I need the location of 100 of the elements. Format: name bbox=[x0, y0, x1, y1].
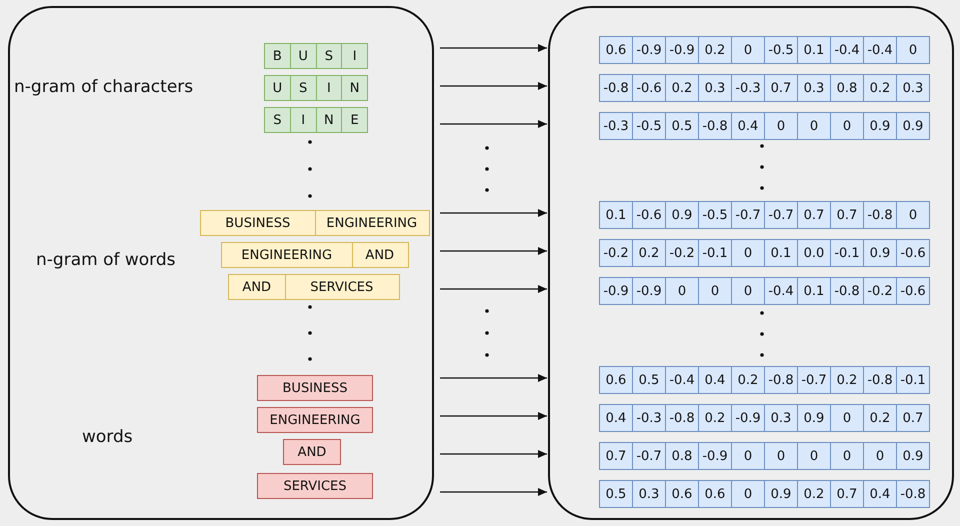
vector-cell: -0.4 bbox=[863, 37, 896, 63]
vector-cell-text: 0.6 bbox=[604, 42, 628, 60]
vector-cell: -0.5 bbox=[632, 113, 665, 139]
vector-cell: -0.6 bbox=[896, 278, 929, 304]
vector-cell: -0.8 bbox=[665, 405, 698, 431]
vector-cell: 0.5 bbox=[665, 113, 698, 139]
character-cell: S bbox=[316, 44, 342, 68]
vector-cell: 0 bbox=[665, 278, 698, 304]
vector-cell: 0 bbox=[797, 443, 830, 469]
vector-cell: -0.1 bbox=[896, 367, 929, 393]
vector-cell: -0.7 bbox=[632, 443, 665, 469]
vector-cell: 0.2 bbox=[797, 481, 830, 507]
vector-cell: -0.5 bbox=[698, 202, 731, 228]
arrow bbox=[440, 412, 547, 420]
word-box: ENGINEERING bbox=[257, 407, 373, 433]
vector-row bbox=[599, 112, 930, 140]
vector-cell: 0.8 bbox=[665, 443, 698, 469]
arrow bbox=[440, 285, 547, 293]
vector-cell: 0 bbox=[764, 443, 797, 469]
vector-cell: 0 bbox=[731, 278, 764, 304]
vector-cell: -0.9 bbox=[698, 443, 731, 469]
panel-frame bbox=[548, 6, 954, 520]
vector-cell: 0.1 bbox=[764, 240, 797, 266]
vector-cell: -0.6 bbox=[632, 202, 665, 228]
vector-cell: 0.2 bbox=[698, 37, 731, 63]
vector-cell: 0.7 bbox=[830, 481, 863, 507]
vector-cell: 0 bbox=[896, 202, 929, 228]
vector-row bbox=[599, 239, 930, 267]
character-row bbox=[264, 43, 368, 69]
character-cell-text: S bbox=[272, 112, 282, 130]
group-label: n-gram of words bbox=[36, 250, 176, 270]
vector-cell: 0 bbox=[731, 240, 764, 266]
vector-cell: 0.9 bbox=[863, 240, 896, 266]
vector-cell: 0.1 bbox=[797, 278, 830, 304]
vector-cell: -0.7 bbox=[764, 202, 797, 228]
vector-cell: -0.8 bbox=[896, 481, 929, 507]
vector-cell: 0.0 bbox=[797, 240, 830, 266]
word-cell: SERVICES bbox=[284, 275, 398, 299]
vector-cell: 0.3 bbox=[797, 75, 830, 101]
vector-cell: -0.4 bbox=[830, 37, 863, 63]
arrow bbox=[440, 450, 547, 458]
vector-cell-text: -0.3 bbox=[602, 118, 630, 136]
vector-cell: 0.1 bbox=[797, 37, 830, 63]
vector-cell-text: -0.9 bbox=[602, 282, 630, 300]
vector-cell: 0.2 bbox=[863, 405, 896, 431]
vector-cell: 0.7 bbox=[797, 202, 830, 228]
vector-cell: 0.9 bbox=[896, 443, 929, 469]
vector-cell: -0.8 bbox=[830, 278, 863, 304]
vector-cell: 0 bbox=[731, 443, 764, 469]
arrow bbox=[440, 44, 547, 52]
vector-cell: 0.6 bbox=[698, 481, 731, 507]
vector-cell: 0.9 bbox=[863, 113, 896, 139]
vector-cell: 0.7 bbox=[764, 75, 797, 101]
vector-cell: 0.2 bbox=[863, 75, 896, 101]
word-row bbox=[221, 242, 409, 268]
vector-cell: -0.9 bbox=[731, 405, 764, 431]
vector-cell: 0.9 bbox=[764, 481, 797, 507]
character-cell: N bbox=[341, 76, 367, 100]
character-cell: I bbox=[341, 44, 367, 68]
vector-cell: -0.9 bbox=[632, 278, 665, 304]
vector-cell: 0.4 bbox=[698, 367, 731, 393]
arrow bbox=[440, 209, 547, 217]
character-cell: S bbox=[290, 76, 316, 100]
vector-cell: 0.5 bbox=[632, 367, 665, 393]
vector-cell: 0 bbox=[731, 37, 764, 63]
word-box: BUSINESS bbox=[257, 375, 373, 401]
vector-cell: 0 bbox=[863, 443, 896, 469]
character-cell: N bbox=[316, 108, 342, 132]
vector-cell: 0.9 bbox=[896, 113, 929, 139]
vector-cell-text: 0.7 bbox=[604, 448, 628, 466]
vector-cell: 0 bbox=[896, 37, 929, 63]
vector-cell-text: 0.5 bbox=[604, 486, 628, 504]
vector-cell: 0.9 bbox=[665, 202, 698, 228]
vector-cell: -0.7 bbox=[731, 202, 764, 228]
vector-cell: -0.9 bbox=[665, 37, 698, 63]
word-cell-text: ENGINEERING bbox=[240, 246, 334, 264]
character-row bbox=[264, 107, 368, 133]
vector-cell: -0.3 bbox=[632, 405, 665, 431]
arrow bbox=[440, 488, 547, 496]
vector-cell: 0.3 bbox=[896, 75, 929, 101]
vector-cell: 0.9 bbox=[797, 405, 830, 431]
arrow bbox=[440, 247, 547, 255]
vector-cell: -0.6 bbox=[632, 75, 665, 101]
vector-cell: 0.2 bbox=[731, 367, 764, 393]
vector-cell: 0.2 bbox=[665, 75, 698, 101]
vector-cell: 0.4 bbox=[731, 113, 764, 139]
vector-cell: -0.8 bbox=[764, 367, 797, 393]
vector-row bbox=[599, 442, 930, 470]
vector-cell: -0.8 bbox=[863, 367, 896, 393]
group-label: n-gram of characters bbox=[14, 77, 194, 97]
vector-cell: -0.2 bbox=[665, 240, 698, 266]
vector-cell: -0.6 bbox=[896, 240, 929, 266]
panel-frame bbox=[8, 6, 434, 520]
vector-cell: -0.9 bbox=[632, 37, 665, 63]
vector-cell-text: 0.6 bbox=[604, 372, 628, 390]
vector-cell: -0.8 bbox=[698, 113, 731, 139]
vector-cell: 0.3 bbox=[632, 481, 665, 507]
vector-row bbox=[599, 277, 930, 305]
vector-row bbox=[599, 404, 930, 432]
vector-cell: 0.7 bbox=[830, 202, 863, 228]
